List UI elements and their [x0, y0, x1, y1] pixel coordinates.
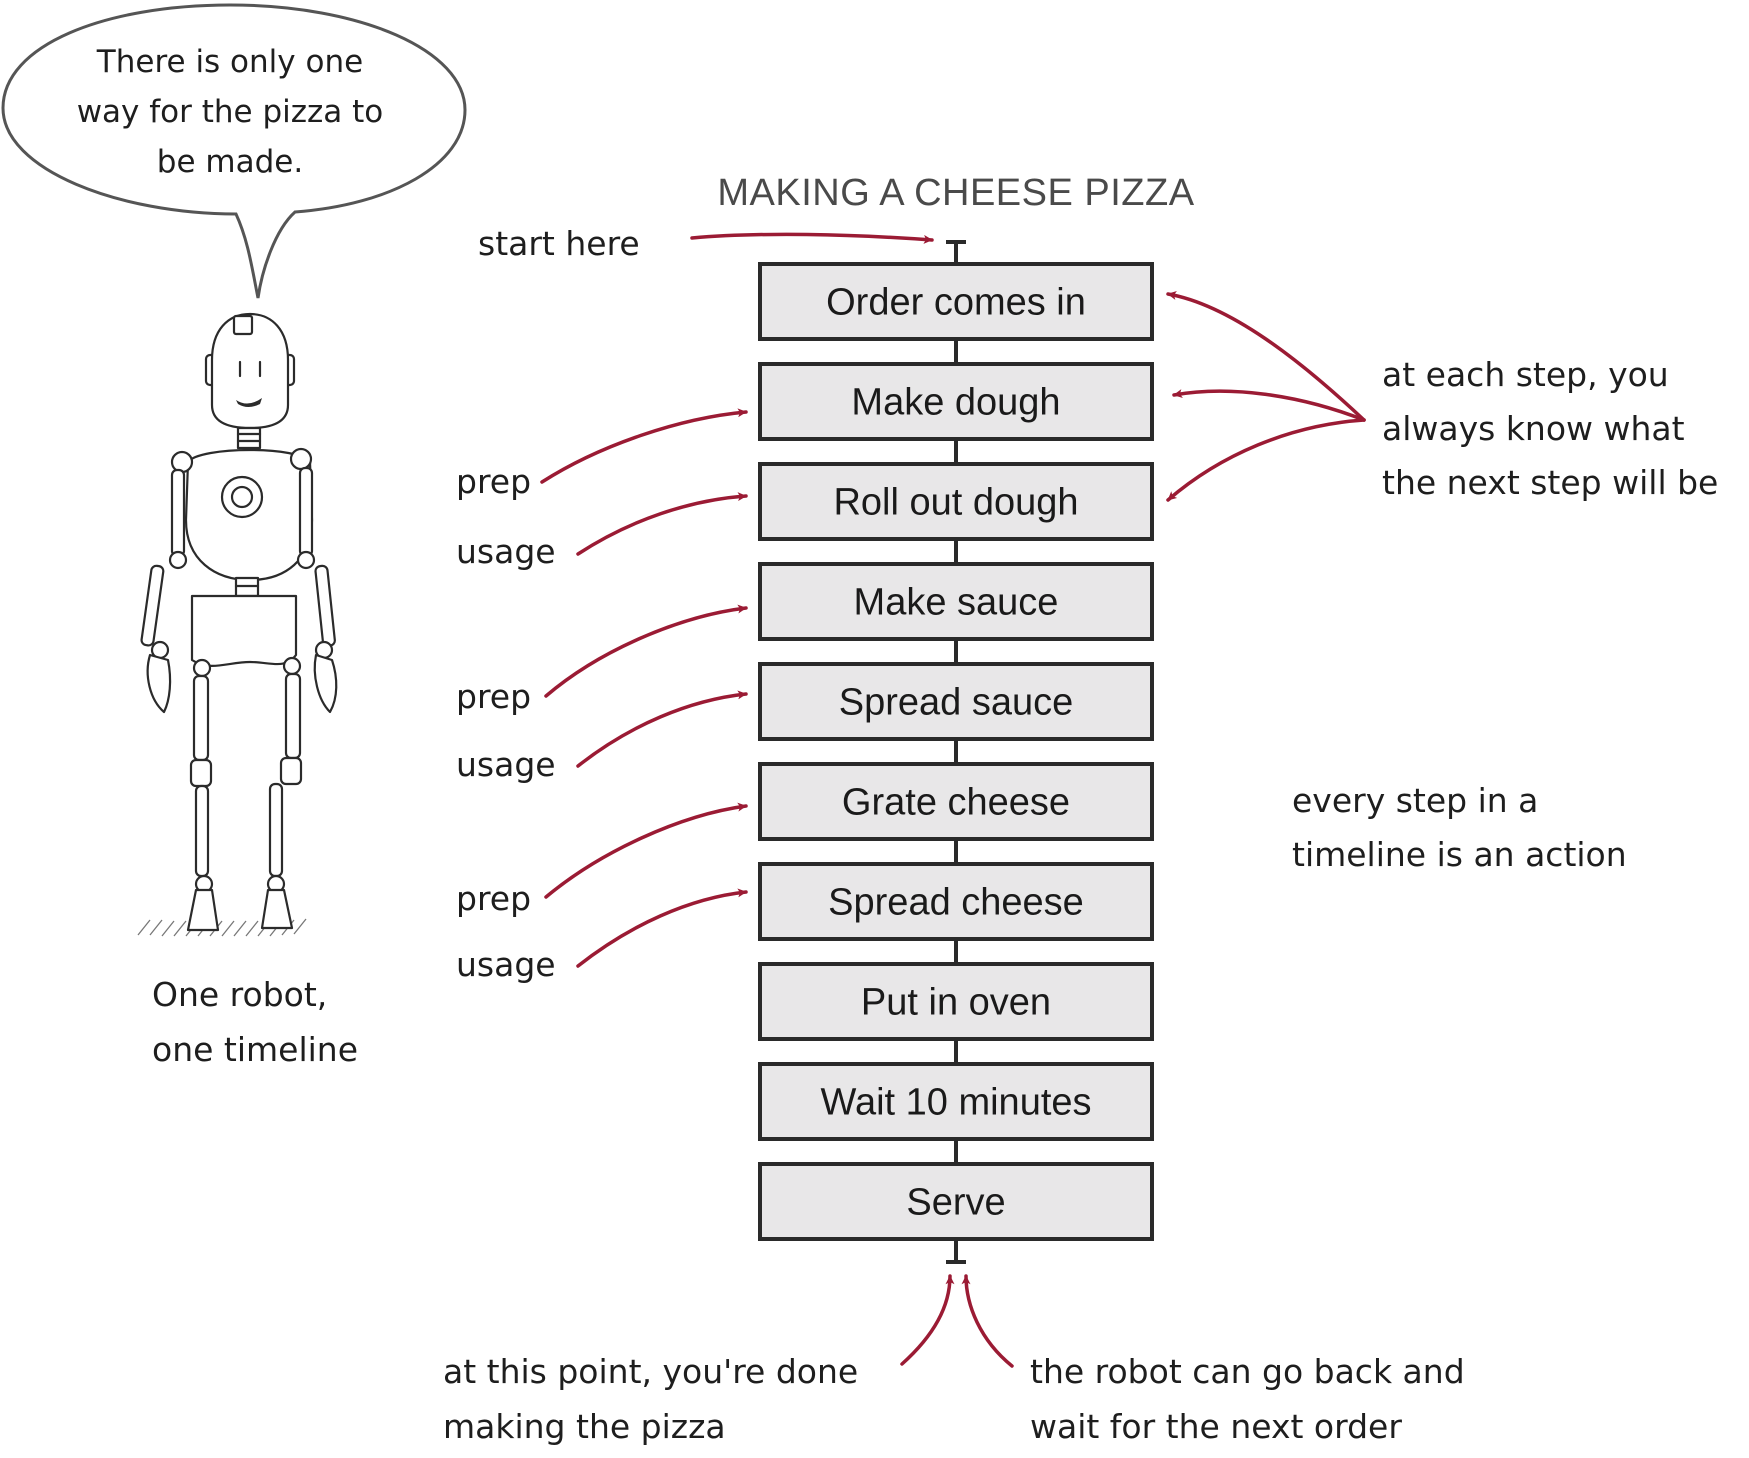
step-box: Serve — [758, 1162, 1154, 1241]
action-note-line-1: every step in a — [1292, 781, 1538, 820]
step-box: Make sauce — [758, 562, 1154, 641]
usage-label-3: usage — [456, 945, 556, 984]
usage-label-1: usage — [456, 532, 556, 571]
diagram-title: MAKING A CHEESE PIZZA — [717, 172, 1194, 214]
step-label: Wait 10 minutes — [820, 1082, 1091, 1124]
step-box: Spread cheese — [758, 862, 1154, 941]
prep-arrow-1 — [540, 408, 748, 484]
next-step-arrow-1 — [1166, 291, 1366, 422]
next-step-note-line-2: always know what — [1382, 409, 1685, 448]
speech-bubble: There is only one way for the pizza to b… — [1, 3, 467, 299]
prep-label-3: prep — [456, 879, 531, 918]
done-note-line-1: at this point, you're done — [443, 1352, 858, 1391]
back-arrow — [961, 1274, 1014, 1368]
done-arrow — [900, 1274, 955, 1366]
step-box: Wait 10 minutes — [758, 1062, 1154, 1141]
robot-illustration — [137, 312, 338, 937]
done-note-line-2: making the pizza — [443, 1407, 726, 1446]
next-step-arrow-3 — [1166, 418, 1366, 502]
usage-arrow-1 — [576, 492, 748, 556]
usage-arrow-2 — [576, 690, 748, 768]
step-box: Order comes in — [758, 262, 1154, 341]
step-box-rect — [758, 262, 1154, 341]
next-step-note-line-1: at each step, you — [1382, 355, 1669, 394]
step-label: Roll out dough — [833, 482, 1078, 524]
step-label: Order comes in — [826, 282, 1086, 324]
step-box-rect — [758, 962, 1154, 1041]
robot-caption-line-1: One robot, — [152, 975, 327, 1014]
usage-arrow-3 — [576, 888, 748, 968]
annotation-arrows — [540, 232, 1366, 1368]
step-box: Grate cheese — [758, 762, 1154, 841]
step-box-rect — [758, 762, 1154, 841]
step-label: Spread cheese — [828, 882, 1084, 924]
step-box-rect — [758, 462, 1154, 541]
step-label: Make dough — [851, 382, 1060, 424]
step-label: Grate cheese — [842, 782, 1070, 824]
step-box: Put in oven — [758, 962, 1154, 1041]
step-box-rect — [758, 1162, 1154, 1241]
usage-label-2: usage — [456, 745, 556, 784]
step-box: Make dough — [758, 362, 1154, 441]
prep-arrow-2 — [544, 604, 748, 698]
start-arrow — [690, 232, 934, 244]
prep-arrow-3 — [544, 802, 748, 899]
step-label: Make sauce — [854, 582, 1059, 624]
step-label: Spread sauce — [839, 682, 1074, 724]
speech-line-3: be made. — [157, 144, 303, 180]
step-box: Spread sauce — [758, 662, 1154, 741]
step-box: Roll out dough — [758, 462, 1154, 541]
step-box-rect — [758, 362, 1154, 441]
back-note-line-1: the robot can go back and — [1030, 1352, 1465, 1391]
next-step-arrow-2 — [1172, 389, 1366, 422]
robot-caption-line-2: one timeline — [152, 1030, 358, 1069]
step-label: Put in oven — [861, 982, 1051, 1024]
back-note-line-2: wait for the next order — [1030, 1407, 1402, 1446]
step-box-rect — [758, 862, 1154, 941]
prep-label-2: prep — [456, 677, 531, 716]
step-box-rect — [758, 1062, 1154, 1141]
step-box-rect — [758, 662, 1154, 741]
step-label: Serve — [906, 1182, 1005, 1224]
action-note-line-2: timeline is an action — [1292, 835, 1627, 874]
speech-line-2: way for the pizza to — [77, 94, 384, 130]
speech-line-1: There is only one — [96, 44, 363, 80]
prep-label-1: prep — [456, 462, 531, 501]
step-box-rect — [758, 562, 1154, 641]
next-step-note-line-3: the next step will be — [1382, 463, 1718, 502]
start-here-label: start here — [478, 224, 640, 263]
